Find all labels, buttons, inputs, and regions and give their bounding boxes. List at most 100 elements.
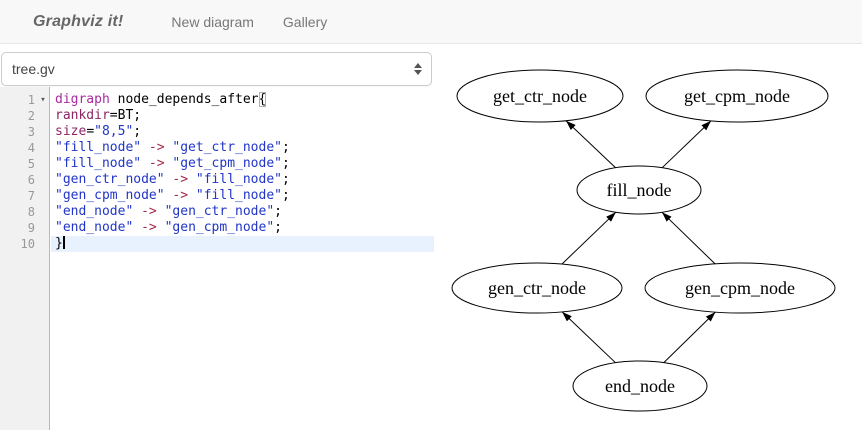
- node-label: get_cpm_node: [684, 86, 790, 106]
- code-token: ;: [133, 124, 142, 139]
- code-line[interactable]: "gen_cpm_node" -> "fill_node";: [51, 188, 434, 204]
- code-token: ->: [148, 140, 165, 155]
- node-ellipse: [644, 262, 836, 314]
- line-number: 3: [27, 125, 35, 139]
- gutter-cell: 9: [0, 220, 49, 236]
- code-token: ;: [281, 188, 290, 203]
- file-select-dropdown[interactable]: tree.gv: [1, 52, 432, 86]
- node-label: gen_ctr_node: [488, 278, 586, 298]
- gutter-cell: 5: [0, 156, 49, 172]
- graph-node-fill_node: fill_node: [576, 165, 702, 215]
- code-token: "gen_ctr_node": [55, 172, 165, 187]
- gutter-cell: 8: [0, 204, 49, 220]
- code-token: ;: [281, 172, 290, 187]
- code-token: [133, 204, 141, 219]
- node-label: gen_cpm_node: [685, 278, 795, 298]
- line-number: 4: [27, 141, 35, 155]
- gutter-cell: 2: [0, 108, 49, 124]
- code-line[interactable]: rankdir=BT;: [51, 108, 434, 124]
- code-token: node_depends_after: [109, 92, 259, 107]
- graph-edge-end_node-to-gen_cpm_node: [663, 311, 716, 363]
- code-token: ->: [141, 204, 157, 219]
- node-label: fill_node: [607, 180, 672, 200]
- code-token: ;: [274, 220, 282, 235]
- graph-output-panel: get_ctr_node get_cpm_node fill_node gen_ctr…: [434, 44, 862, 430]
- line-number: 10: [20, 237, 35, 251]
- graph-node-get_ctr_node: get_ctr_node: [456, 69, 624, 123]
- code-token: [157, 204, 165, 219]
- code-token: "end_node": [55, 204, 134, 219]
- code-token: ->: [172, 172, 189, 187]
- line-number: 8: [27, 205, 35, 219]
- code-line[interactable]: "end_node" -> "gen_cpm_node";: [51, 220, 434, 236]
- line-number: 9: [27, 221, 35, 235]
- nav-link-gallery[interactable]: Gallery: [282, 13, 328, 30]
- code-line[interactable]: size="8,5";: [51, 124, 434, 140]
- node-ellipse: [645, 69, 829, 123]
- line-number: 1: [27, 93, 35, 107]
- graph-edge-gen_ctr_node-to-fill_node: [561, 211, 617, 265]
- code-token: "fill_node": [55, 140, 142, 155]
- code-line[interactable]: "end_node" -> "gen_ctr_node";: [51, 204, 434, 220]
- code-token: [188, 172, 196, 187]
- text-cursor: [62, 236, 65, 249]
- nav-link-new-diagram[interactable]: New diagram: [171, 13, 254, 30]
- code-token: "fill_node": [195, 172, 282, 187]
- node-ellipse: [576, 165, 702, 215]
- line-number: 7: [27, 189, 35, 203]
- code-token: "gen_cpm_node": [164, 220, 275, 235]
- code-token: "fill_node": [195, 188, 282, 203]
- file-select-value: tree.gv: [12, 61, 55, 77]
- code-line[interactable]: "fill_node" -> "get_ctr_node";: [51, 140, 434, 156]
- gutter-cell: 6: [0, 172, 49, 188]
- code-line[interactable]: "fill_node" -> "get_cpm_node";: [51, 156, 434, 172]
- code-token: ;: [281, 156, 290, 171]
- editor-code-area[interactable]: digraph node_depends_after{rankdir=BT;si…: [51, 87, 434, 430]
- gutter-cell: 7: [0, 188, 49, 204]
- code-token: }: [55, 236, 63, 251]
- code-token: "gen_cpm_node": [55, 188, 165, 203]
- graph-edge-gen_cpm_node-to-fill_node: [661, 211, 716, 265]
- code-line[interactable]: digraph node_depends_after{: [51, 92, 434, 108]
- code-token: ->: [172, 188, 189, 203]
- code-line[interactable]: "gen_ctr_node" -> "fill_node";: [51, 172, 434, 188]
- brand-link[interactable]: Graphviz it!: [33, 12, 124, 30]
- code-token: "gen_ctr_node": [164, 204, 275, 219]
- node-ellipse: [456, 69, 624, 123]
- code-token: digraph: [55, 92, 110, 107]
- code-token: ->: [148, 156, 165, 171]
- arrow-down-icon: [414, 70, 422, 75]
- gutter-cell: 3: [0, 124, 49, 140]
- code-token: ->: [141, 220, 157, 235]
- graph-node-end_node: end_node: [572, 360, 708, 412]
- graph-edge-end_node-to-gen_ctr_node: [561, 311, 616, 364]
- gutter-cell: 1▾: [0, 92, 49, 108]
- code-token: [188, 188, 196, 203]
- graph-edge-fill_node-to-get_cpm_node: [661, 120, 712, 169]
- code-token: =BT;: [109, 108, 142, 123]
- code-token: "get_ctr_node": [172, 140, 282, 155]
- node-ellipse: [572, 360, 708, 412]
- graph-node-gen_cpm_node: gen_cpm_node: [644, 262, 836, 314]
- graph-node-get_cpm_node: get_cpm_node: [645, 69, 829, 123]
- code-token: ;: [281, 140, 290, 155]
- code-token: [133, 220, 141, 235]
- select-arrows-icon: [414, 63, 422, 75]
- code-token: "end_node": [55, 220, 134, 235]
- line-number: 2: [27, 109, 35, 123]
- node-label: end_node: [605, 376, 675, 396]
- code-line[interactable]: }: [51, 236, 434, 252]
- code-token: ;: [274, 204, 282, 219]
- gutter-cell: 10: [0, 236, 49, 252]
- code-token: rankdir: [55, 108, 110, 123]
- graph-edge-fill_node-to-get_ctr_node: [565, 120, 616, 169]
- node-ellipse: [451, 262, 623, 314]
- code-token: [157, 220, 165, 235]
- matched-bracket: {: [258, 92, 267, 107]
- graph-svg: get_ctr_node get_cpm_node fill_node gen_ctr…: [451, 69, 836, 412]
- code-token: [141, 156, 149, 171]
- fold-icon[interactable]: ▾: [40, 95, 46, 105]
